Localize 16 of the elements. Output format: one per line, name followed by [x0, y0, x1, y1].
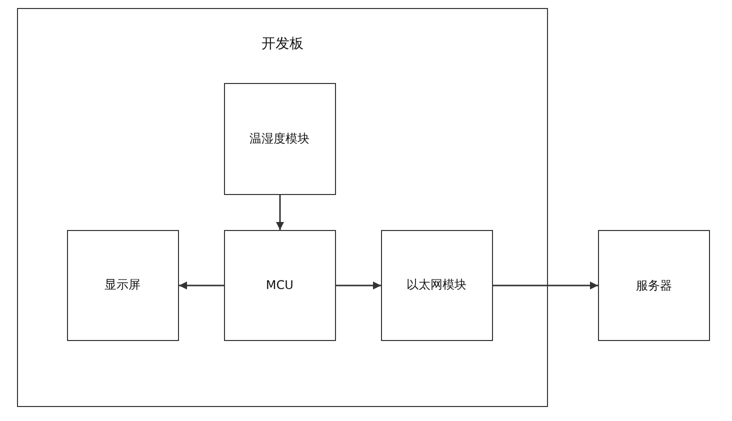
board-frame	[17, 8, 548, 407]
board-title: 开发板	[260, 35, 304, 53]
module-box	[224, 82, 336, 195]
arrow	[276, 195, 284, 230]
module-box	[598, 230, 710, 341]
arrow	[493, 282, 598, 290]
module-label: 显示屏	[104, 276, 142, 294]
module-box	[380, 230, 493, 341]
module-label: MCU	[264, 278, 294, 292]
module-label: 以太网模块	[406, 276, 468, 294]
arrow	[179, 282, 224, 290]
module-box	[66, 230, 179, 341]
module-label: 服务器	[635, 277, 673, 294]
arrow	[336, 282, 381, 290]
module-label: 温湿度模块	[248, 130, 311, 148]
module-box	[224, 230, 336, 341]
